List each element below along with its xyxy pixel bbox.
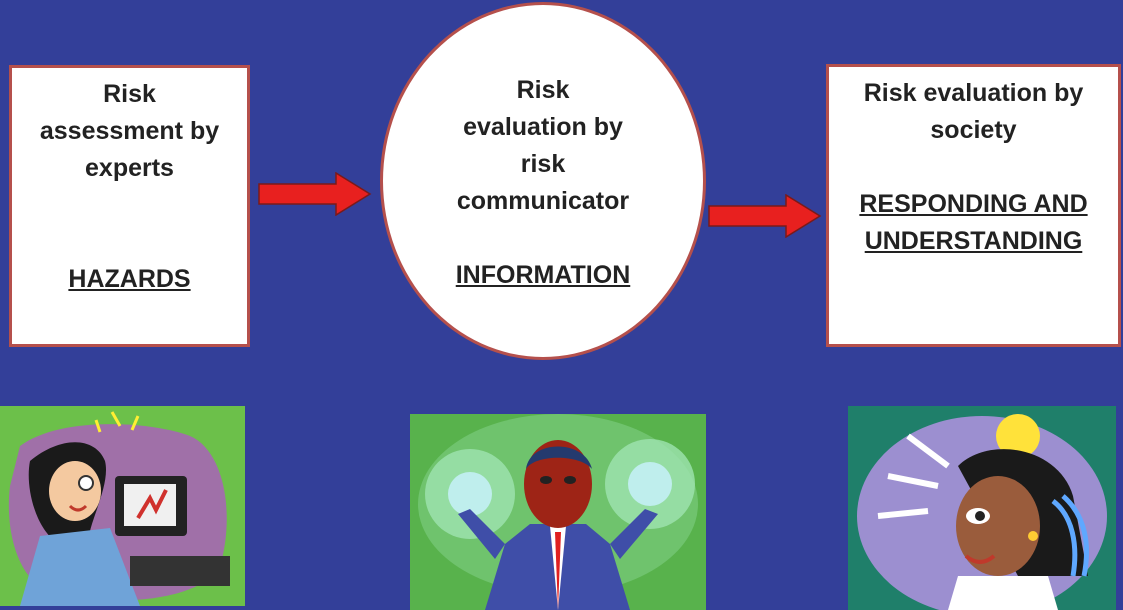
expert-title-line-1: Risk bbox=[103, 80, 156, 108]
hazards-keyword: HAZARDS bbox=[68, 265, 191, 293]
communicator-circle: Risk evaluation by risk communicator INF… bbox=[380, 2, 706, 360]
communicator-title-line-4: communicator bbox=[456, 187, 630, 215]
understanding-keyword: UNDERSTANDING bbox=[864, 227, 1083, 255]
society-evaluation-box: Risk evaluation by society RESPONDING AN… bbox=[826, 64, 1121, 347]
communicator-title-line-1: Risk bbox=[516, 76, 570, 104]
responding-keyword: RESPONDING AND bbox=[859, 190, 1088, 218]
expert-title-line-3: experts bbox=[85, 154, 174, 182]
arrow-right-icon bbox=[708, 194, 822, 238]
arrow-right-icon bbox=[258, 172, 372, 216]
expert-assessment-box: Risk assessment by experts HAZARDS bbox=[9, 65, 250, 347]
expert-at-computer-illustration bbox=[0, 406, 245, 606]
idea-woman-lightbulb-illustration bbox=[848, 406, 1116, 610]
communicator-man-illustration bbox=[410, 414, 706, 610]
society-title-line-1: Risk evaluation by bbox=[863, 79, 1084, 107]
communicator-title-line-3: risk bbox=[520, 150, 566, 178]
expert-title-line-2: assessment by bbox=[39, 117, 220, 145]
information-keyword: INFORMATION bbox=[455, 261, 631, 289]
communicator-title-line-2: evaluation by bbox=[463, 113, 623, 141]
society-title-line-2: society bbox=[930, 116, 1017, 144]
